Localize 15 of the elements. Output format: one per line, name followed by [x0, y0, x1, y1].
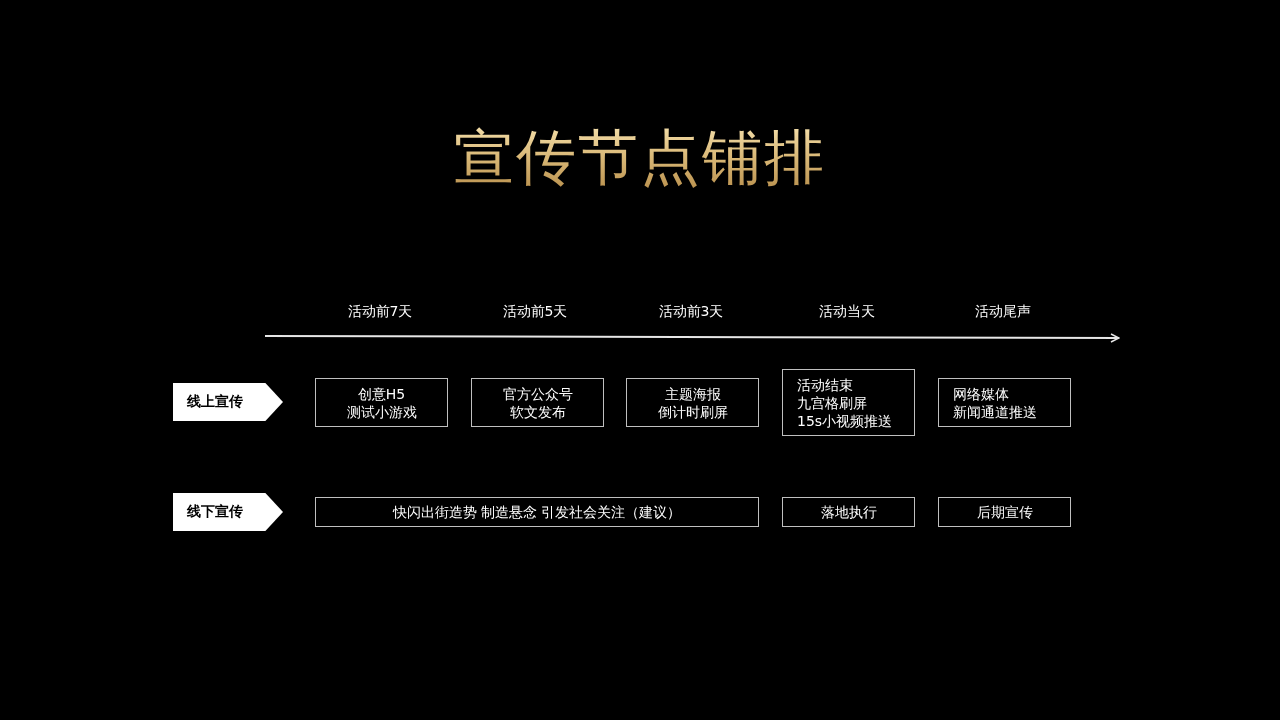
- timeline-label: 活动前5天: [501, 302, 569, 321]
- task-box: 落地执行: [782, 497, 915, 527]
- task-box: 主题海报 倒计时刷屏: [626, 378, 759, 427]
- timeline-label: 活动前7天: [346, 302, 414, 321]
- timeline-label: 活动尾声: [974, 302, 1032, 321]
- task-box: 后期宣传: [938, 497, 1071, 527]
- row-header-tag: 线上宣传: [173, 383, 283, 421]
- task-box: 网络媒体 新闻通道推送: [938, 378, 1071, 427]
- task-box: 活动结束 九宫格刷屏 15s小视频推送: [782, 369, 915, 436]
- task-box: 快闪出街造势 制造悬念 引发社会关注（建议）: [315, 497, 759, 527]
- task-box: 创意H5 测试小游戏: [315, 378, 448, 427]
- task-box: 官方公众号 软文发布: [471, 378, 604, 427]
- timeline-label: 活动前3天: [657, 302, 725, 321]
- row-header-tag: 线下宣传: [173, 493, 283, 531]
- timeline-label: 活动当天: [818, 302, 876, 321]
